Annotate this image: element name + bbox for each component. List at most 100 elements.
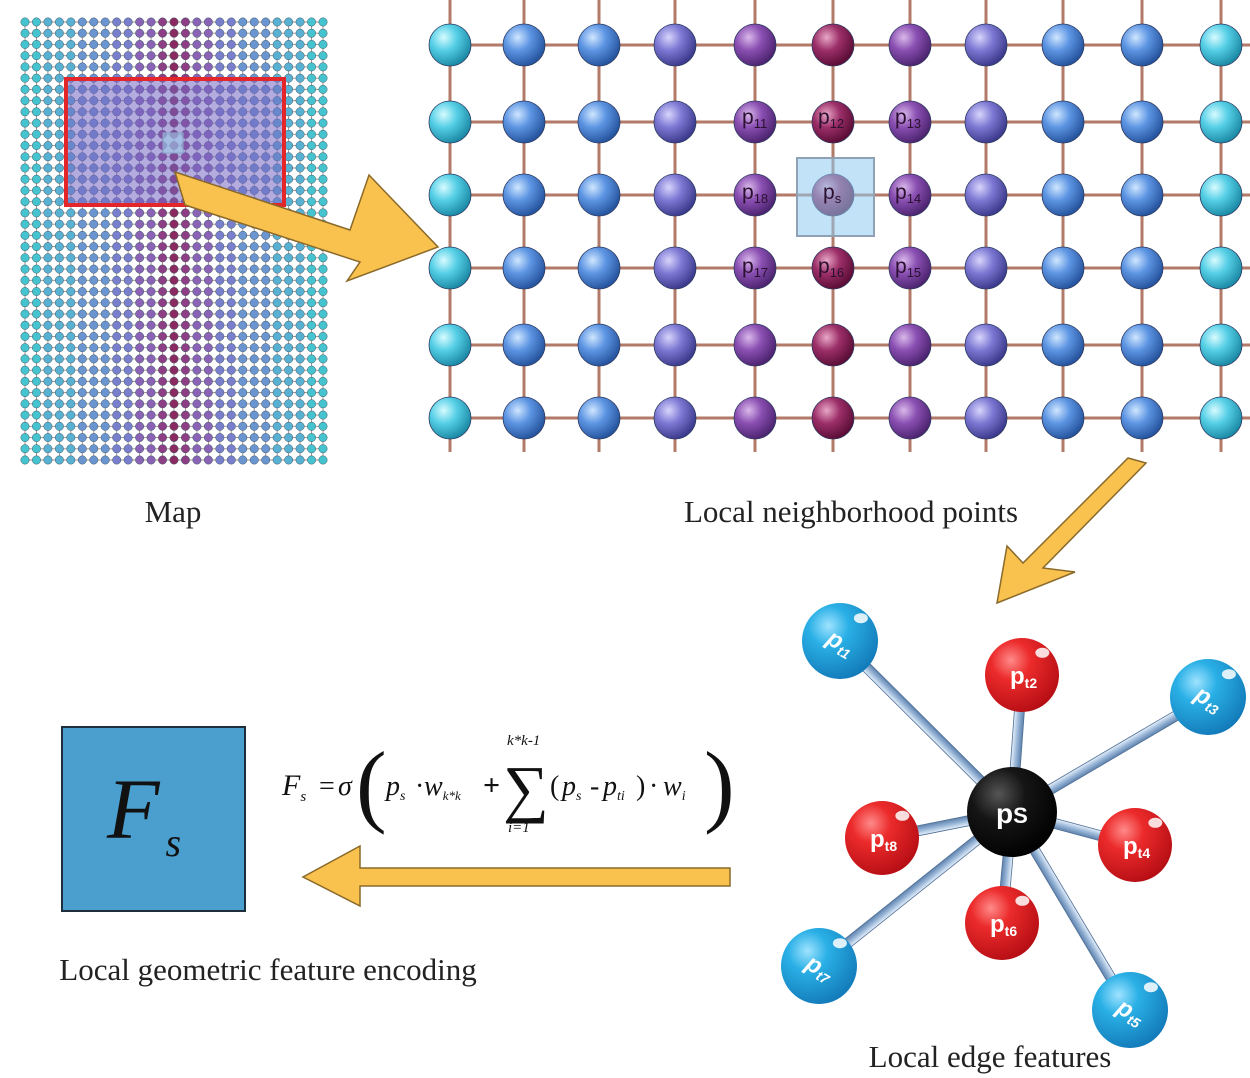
map-point xyxy=(284,399,294,409)
map-point xyxy=(318,343,328,353)
map-point xyxy=(135,332,145,341)
map-point xyxy=(295,399,305,409)
map-point xyxy=(261,51,271,61)
map-point xyxy=(192,332,202,341)
map-point xyxy=(66,242,76,252)
map-point xyxy=(20,73,30,83)
map-point xyxy=(77,264,87,274)
grid-point xyxy=(428,396,472,440)
grid-point xyxy=(653,246,697,290)
map-point xyxy=(32,141,41,150)
map-point xyxy=(100,444,110,454)
map-point xyxy=(112,309,122,319)
map-point xyxy=(123,388,133,398)
map-point xyxy=(238,309,248,319)
map-point xyxy=(284,410,294,420)
map-point xyxy=(89,28,99,38)
map-point xyxy=(20,197,30,207)
map-point xyxy=(158,230,167,240)
map-point xyxy=(226,444,236,454)
map-point xyxy=(54,410,64,420)
map-point xyxy=(295,96,305,106)
node-label: pt4 xyxy=(1123,833,1150,861)
grid-point xyxy=(733,173,777,217)
map-point xyxy=(66,219,76,229)
map-point xyxy=(89,275,99,285)
map-point xyxy=(135,365,145,375)
map-point xyxy=(32,264,41,274)
map-point xyxy=(249,264,259,274)
map-point xyxy=(307,354,316,364)
map-point xyxy=(32,208,41,218)
map-point xyxy=(54,444,64,454)
edge-to-encoding-arrow xyxy=(301,844,731,908)
map-point xyxy=(215,376,225,386)
map-point xyxy=(295,197,305,207)
map-point xyxy=(261,62,271,72)
grid-point xyxy=(1041,23,1085,67)
map-point xyxy=(112,208,122,218)
map-point xyxy=(261,388,271,398)
map-point xyxy=(307,332,316,341)
map-point xyxy=(89,343,99,353)
map-point xyxy=(146,376,156,386)
map-point xyxy=(272,433,282,442)
map-point xyxy=(284,28,294,38)
map-point xyxy=(215,219,225,229)
map-point xyxy=(169,388,179,398)
map-point xyxy=(20,208,30,218)
map-point xyxy=(226,455,236,465)
node-highlight xyxy=(832,938,847,949)
map-point xyxy=(77,444,87,454)
map-point xyxy=(32,410,41,420)
grid-point xyxy=(811,23,855,67)
map-point xyxy=(20,28,30,38)
map-point xyxy=(77,376,87,386)
grid-point xyxy=(653,100,697,144)
map-point xyxy=(112,219,122,229)
map-point xyxy=(112,421,122,431)
grid-point xyxy=(502,23,546,67)
map-point xyxy=(318,84,328,94)
grid-point xyxy=(1041,396,1085,440)
map-point xyxy=(146,332,156,341)
map-point xyxy=(112,242,122,252)
map-point xyxy=(318,152,328,162)
map-point xyxy=(169,455,179,465)
map-point xyxy=(112,365,122,375)
caption-neighborhood: Local neighborhood points xyxy=(684,494,1018,529)
map-point xyxy=(77,410,87,420)
map-point xyxy=(203,275,213,285)
map-point xyxy=(169,365,179,375)
map-point xyxy=(226,320,236,330)
formula-wi: wi xyxy=(663,771,686,804)
map-point xyxy=(226,40,236,49)
map-point xyxy=(215,264,225,274)
node-highlight xyxy=(1143,982,1158,993)
map-point xyxy=(32,163,41,173)
map-point xyxy=(77,275,87,285)
map-point xyxy=(43,343,53,353)
map-point xyxy=(238,376,248,386)
map-point xyxy=(192,399,202,409)
map-point xyxy=(203,399,213,409)
map-point xyxy=(135,40,145,49)
map-point xyxy=(20,152,30,162)
map-point xyxy=(135,287,145,296)
map-point xyxy=(318,28,328,38)
map-point xyxy=(89,399,99,409)
map-point xyxy=(32,444,41,454)
map-point xyxy=(43,84,53,94)
map-point xyxy=(295,174,305,184)
map-point xyxy=(54,332,64,341)
map-point xyxy=(100,388,110,398)
map-point xyxy=(169,62,179,72)
map-point xyxy=(112,28,122,38)
map-point xyxy=(169,309,179,319)
map-point xyxy=(307,51,316,61)
formula-dot2: · xyxy=(649,771,658,802)
map-point xyxy=(158,253,167,263)
map-point xyxy=(181,343,190,353)
map-point xyxy=(181,410,190,420)
map-point xyxy=(32,332,41,341)
